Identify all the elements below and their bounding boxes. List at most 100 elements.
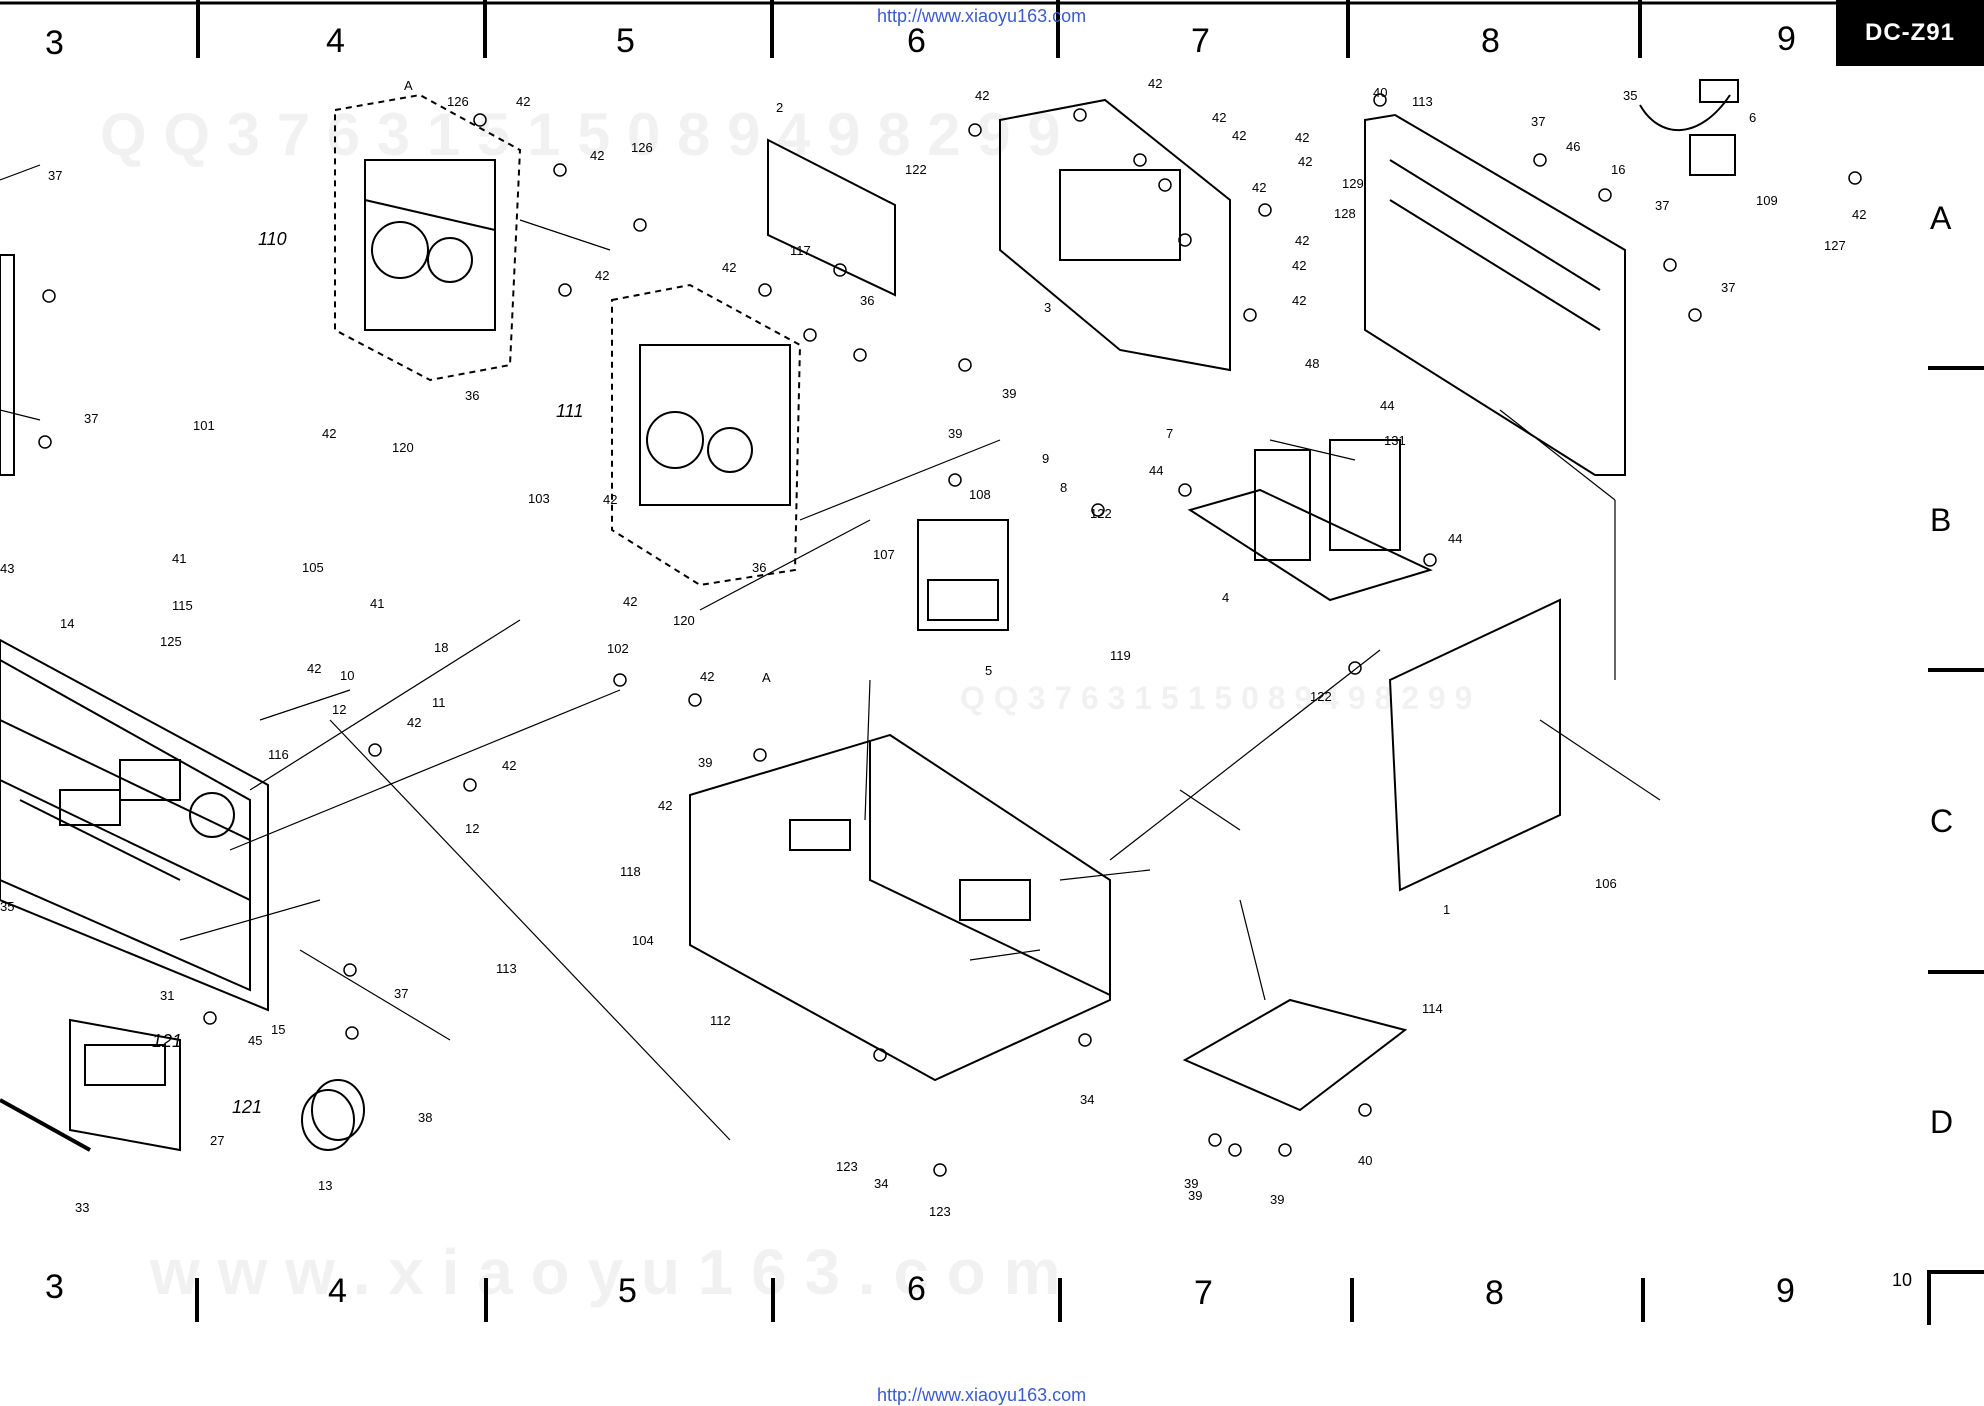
bottom-column-dividers: [195, 1278, 1645, 1322]
part-label: 42: [322, 426, 336, 441]
part-label: 42: [623, 594, 637, 609]
part-label: 122: [1090, 506, 1112, 521]
part-label: 42: [1212, 110, 1226, 125]
part-label: 131: [1384, 433, 1406, 448]
part-label: 43: [0, 561, 14, 576]
column-label-top: 9: [1777, 20, 1796, 58]
page-number: 10: [1892, 1270, 1913, 1290]
part-label: 3: [1044, 300, 1051, 315]
row-label: A: [1930, 200, 1952, 236]
part-label: 35: [0, 899, 14, 914]
cassette-door: [0, 1018, 181, 1152]
part-label: 42: [590, 148, 604, 163]
rear-panel: [1364, 113, 1626, 476]
part-label: 38: [418, 1110, 432, 1125]
part-label: 42: [1148, 76, 1162, 91]
part-label: 117: [790, 243, 811, 258]
part-label: 42: [658, 798, 672, 813]
part-label: 112: [710, 1013, 731, 1028]
part-label: 42: [502, 758, 516, 773]
transformer-board: [1187, 439, 1433, 602]
part-label: 101: [193, 418, 215, 433]
part-label: 42: [307, 661, 321, 676]
part-label: 12: [465, 821, 479, 836]
handwritten-note: 121: [152, 1031, 182, 1051]
part-label: 39: [948, 426, 962, 441]
part-label: 37: [1531, 114, 1545, 129]
part-label: A: [404, 78, 413, 93]
part-label: 36: [752, 560, 766, 575]
part-label: 39: [1184, 1176, 1198, 1191]
part-label: 42: [407, 715, 421, 730]
part-label: 129: [1342, 176, 1364, 191]
column-label-bottom: 6: [907, 1270, 926, 1308]
part-label: 123: [929, 1204, 951, 1219]
part-label: 36: [860, 293, 874, 308]
part-label: 4: [1222, 590, 1229, 605]
part-label: 42: [1298, 154, 1312, 169]
part-label: 103: [528, 491, 550, 506]
part-label: 42: [516, 94, 530, 109]
part-label: 123: [836, 1159, 858, 1174]
part-label: 113: [496, 961, 517, 976]
part-label: 12: [332, 702, 346, 717]
part-label: 39: [1002, 386, 1016, 401]
part-label: 106: [1595, 876, 1617, 891]
column-label-bottom: 4: [328, 1272, 347, 1310]
part-label: 120: [673, 613, 695, 628]
column-label-top: 8: [1481, 22, 1500, 60]
column-label-bottom: 7: [1194, 1274, 1213, 1312]
part-label: 108: [969, 487, 991, 502]
part-label: 42: [722, 260, 736, 275]
part-label: 118: [620, 864, 641, 879]
part-label: 42: [603, 492, 617, 507]
column-label-bottom: 9: [1776, 1272, 1795, 1310]
part-label: 42: [1295, 130, 1309, 145]
cassette-mechanism-left: [334, 93, 522, 382]
source-url-bottom[interactable]: http://www.xiaoyu163.com: [877, 1385, 1087, 1405]
part-label: 33: [75, 1200, 89, 1215]
bottom-plate: [1182, 998, 1408, 1112]
power-cord: [1639, 79, 1739, 176]
part-label: 128: [1334, 206, 1356, 221]
model-badge: DC-Z91: [1836, 0, 1984, 66]
column-label-top: 7: [1191, 22, 1210, 60]
part-label: 46: [1566, 139, 1580, 154]
part-label: 42: [1295, 233, 1309, 248]
part-label: 9: [1042, 451, 1049, 466]
part-label: 42: [1292, 258, 1306, 273]
transformer: [917, 519, 1009, 631]
handwritten-notes: 110 111 121 121: [152, 229, 583, 1117]
column-label-top: 5: [616, 22, 635, 60]
main-pcb: [1388, 598, 1561, 892]
part-label: 36: [465, 388, 479, 403]
main-chassis: [689, 733, 1111, 1082]
control-board: [999, 98, 1231, 372]
handwritten-note: 111: [556, 401, 583, 421]
part-label: 11: [432, 695, 446, 710]
part-label: 16: [1611, 162, 1625, 177]
part-label: 39: [1270, 1192, 1284, 1207]
part-label: 10: [340, 668, 354, 683]
row-label: C: [1930, 803, 1954, 839]
part-label: 35: [1623, 88, 1637, 103]
part-label: 1: [1443, 902, 1450, 917]
part-label: 31: [160, 988, 174, 1003]
part-label: 34: [1080, 1092, 1094, 1107]
part-label: 48: [1305, 356, 1319, 371]
part-label: 39: [698, 755, 712, 770]
source-url-top[interactable]: http://www.xiaoyu163.com: [877, 6, 1087, 26]
part-label: 42: [1252, 180, 1266, 195]
part-label: 105: [302, 560, 324, 575]
part-label: 109: [1756, 193, 1778, 208]
handwritten-note: 110: [258, 229, 287, 249]
part-label: 7: [1166, 426, 1173, 441]
part-label: 27: [210, 1133, 224, 1148]
part-label: 13: [318, 1178, 332, 1193]
part-label: 44: [1380, 398, 1394, 413]
row-label: D: [1930, 1104, 1954, 1140]
part-label: 40: [1358, 1153, 1372, 1168]
handwritten-note: 121: [232, 1097, 262, 1117]
part-label: 116: [268, 747, 289, 762]
column-label-top: 6: [907, 22, 926, 60]
